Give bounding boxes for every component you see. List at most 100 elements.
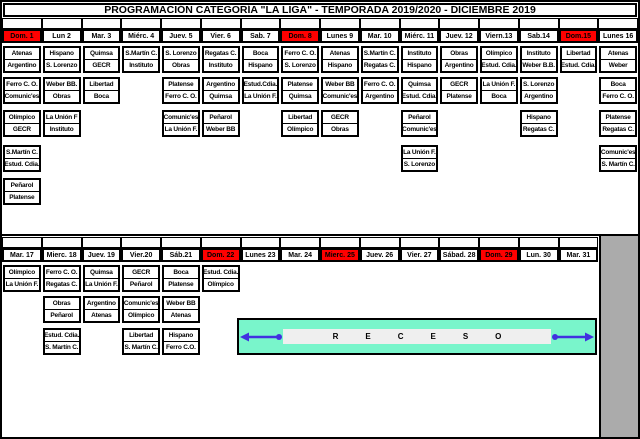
- day-header-cell: Juev. 5: [161, 29, 201, 43]
- away-team: Comunic'es: [402, 123, 437, 135]
- home-team: Atenas: [329, 50, 351, 57]
- home-team: Quimsa: [90, 269, 113, 276]
- away-team: Olímpico: [203, 278, 238, 290]
- away-team: Argentino: [362, 90, 397, 102]
- fixture-row: S.Martín C.Estud. Cdia.La Unión F.S. Lor…: [2, 145, 638, 172]
- spacer-cell: [479, 18, 519, 29]
- away-team: Platense: [442, 90, 476, 102]
- spacer-cell: [2, 18, 42, 29]
- home-team: Peñarol: [10, 182, 34, 189]
- day-header-cell: Lunes 9: [320, 29, 360, 43]
- fixture-box: La Unión F.Boca: [480, 77, 518, 104]
- away-team: Peñarol: [44, 309, 79, 321]
- spacer-cell: [359, 18, 400, 29]
- away-team: Hispano: [402, 59, 437, 71]
- away-team: Obras: [323, 123, 357, 135]
- away-team: Weber B.B.: [521, 59, 556, 71]
- away-team: S. Martín C.: [601, 158, 635, 170]
- home-team: S.Martín C.: [363, 50, 396, 57]
- away-team: Estud. Cdia.: [561, 59, 596, 71]
- home-team: Hispano: [49, 50, 74, 57]
- away-team: Hispano: [323, 59, 357, 71]
- home-team: Atenas: [11, 50, 33, 57]
- fixture-box: La Unión F Instituto: [42, 110, 81, 137]
- home-team: Weber BB: [166, 300, 196, 307]
- home-team: Argentino: [86, 300, 116, 307]
- home-team: Comunic'es: [601, 149, 635, 156]
- home-team: Olímpico: [8, 269, 35, 276]
- day-header-cell: Juev. 26: [359, 248, 400, 262]
- home-team: GECR: [132, 269, 151, 276]
- home-team: Platense: [168, 81, 194, 88]
- spacer-cell: [200, 18, 241, 29]
- home-team: Boca: [610, 81, 626, 88]
- away-team: La Unión F.: [243, 90, 278, 102]
- fixture-box: Estud.Cdia.La Unión F.: [241, 77, 280, 104]
- fixture-box: Weber BB.Obras: [42, 77, 81, 104]
- home-team: Comunic'es: [164, 114, 198, 121]
- home-team: Libertad: [129, 332, 154, 339]
- away-team: Obras: [44, 90, 79, 102]
- away-team: Quimsa: [283, 90, 317, 102]
- spacer-cell: [81, 237, 122, 248]
- home-team: Comunic'es: [124, 300, 158, 307]
- away-team: Ferro C. O.: [164, 90, 198, 102]
- home-team: Hispano: [526, 114, 551, 121]
- away-team: S. Martín C.: [124, 341, 158, 353]
- home-team: S. Lorenzo: [523, 81, 555, 88]
- home-team: La Unión F: [45, 114, 78, 121]
- away-team: Regatas C.: [362, 59, 397, 71]
- away-team: Instituto: [44, 123, 79, 135]
- away-team: Platense: [5, 191, 39, 203]
- day-header-cell: Dom. 1: [2, 29, 42, 43]
- home-team: Instituto: [526, 50, 551, 57]
- home-team: La Unión F.: [403, 149, 436, 156]
- day-header-cell: Dom. 29: [479, 248, 519, 262]
- receso-label: RECESO: [283, 329, 551, 344]
- away-team: S. Martín C.: [44, 341, 79, 353]
- away-team: Instituto: [203, 59, 238, 71]
- home-team: Quimsa: [90, 50, 113, 57]
- spacer-cell: [399, 18, 440, 29]
- home-team: Platense: [287, 81, 313, 88]
- day-header-cell: Lun. 30: [518, 248, 559, 262]
- day-header-cell: Sáb.21: [161, 248, 201, 262]
- away-team: Instituto: [124, 59, 158, 71]
- spacer-cell: [280, 237, 320, 248]
- fixture-box: Regatas C.Instituto: [201, 46, 240, 73]
- home-team: Ferro C. O.: [6, 81, 38, 88]
- home-team: La Unión F.: [482, 81, 516, 88]
- home-team: Platense: [605, 114, 631, 121]
- spacer-cell: [518, 237, 559, 248]
- home-team: GECR: [330, 114, 349, 121]
- spacer-cell: [161, 18, 201, 29]
- day-header-cell: Lun 2: [41, 29, 82, 43]
- fixture-box: Ferro C. O.S. Lorenzo: [281, 46, 319, 73]
- away-team: Comunic'es: [323, 90, 357, 102]
